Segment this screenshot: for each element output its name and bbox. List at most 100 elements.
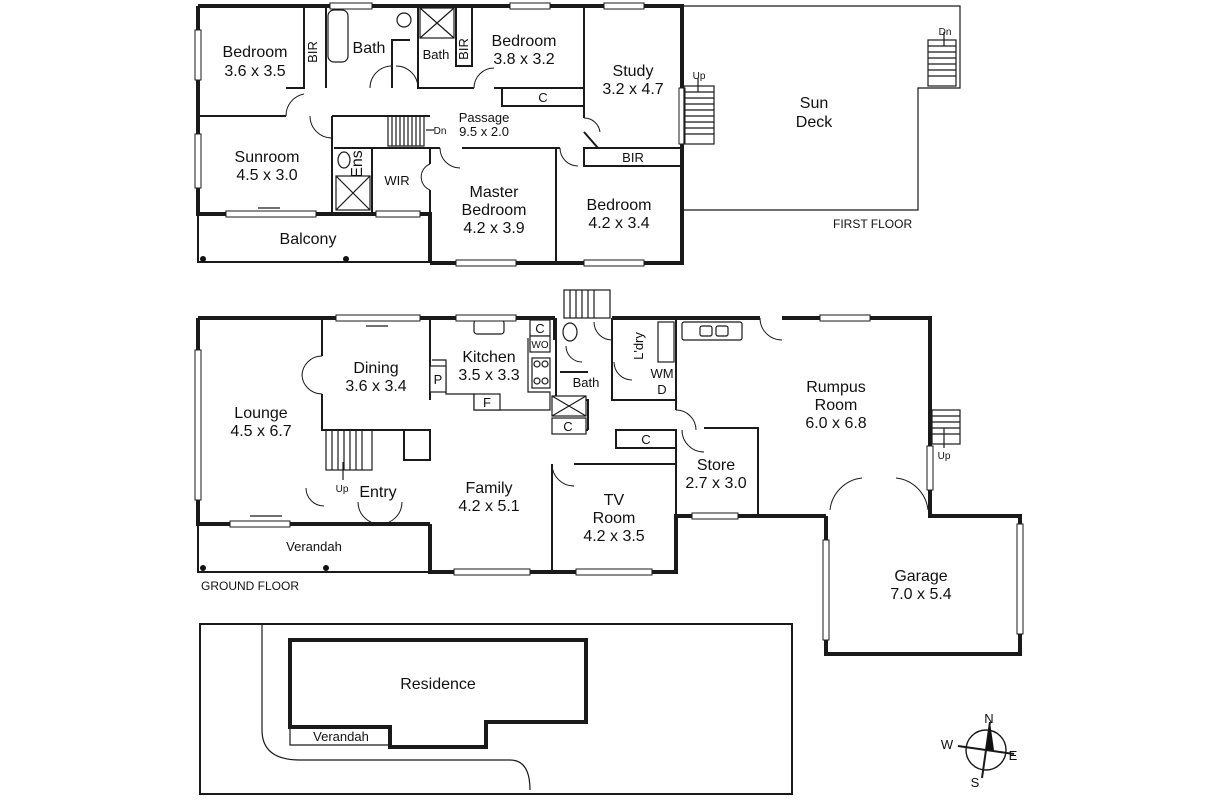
door-swing (593, 321, 613, 341)
window (194, 349, 202, 501)
sunroom-dims: 4.5 x 3.0 (236, 167, 297, 184)
window (926, 445, 934, 491)
tv-dims: 4.2 x 3.5 (583, 528, 644, 545)
garage-name: Garage (894, 568, 947, 585)
site-boundary (199, 623, 793, 795)
c3-label: C (641, 432, 650, 447)
site-verandah (289, 727, 390, 746)
bathtub (327, 9, 349, 63)
master-dims: 4.2 x 3.9 (463, 220, 524, 237)
wall (286, 6, 305, 89)
deck-stairs (927, 32, 957, 87)
bir1-label: BIR (305, 41, 320, 63)
bath1-label: Bath (353, 40, 386, 57)
wo-box (529, 335, 551, 353)
dining-dims: 3.6 x 3.4 (345, 378, 406, 395)
wall (583, 131, 682, 149)
sun-deck-outline (682, 5, 961, 211)
toilet (562, 322, 578, 342)
first-floor (194, 2, 961, 267)
door-swing (559, 147, 579, 167)
wo-label: WO (531, 340, 548, 351)
study-up-label: Up (693, 71, 706, 82)
door-swing (583, 117, 601, 133)
door-swing (681, 429, 705, 453)
rumpus-line2: Room (815, 397, 858, 414)
bedroom2-name: Bedroom (492, 33, 557, 50)
door-swing (420, 163, 431, 191)
fridge (473, 393, 501, 411)
bir3-label: BIR (622, 150, 644, 165)
master-line1: Master (470, 184, 520, 201)
residence-footprint (288, 638, 588, 749)
window (509, 2, 551, 10)
garage-dims: 7.0 x 5.4 (890, 586, 951, 603)
kitchen-name: Kitchen (462, 349, 515, 366)
door-swing (305, 487, 325, 507)
door-swing (759, 317, 783, 341)
dryer-label: D (657, 382, 666, 397)
bir2-label: BIR (456, 38, 471, 60)
wir-label: WIR (384, 173, 409, 188)
window (1016, 523, 1024, 635)
stairs-dn-label: Dn (434, 126, 447, 137)
sink (473, 319, 505, 335)
window (575, 568, 653, 576)
sun-deck-line2: Deck (796, 114, 833, 131)
c1-label: C (535, 321, 544, 336)
ground-stairs (325, 429, 373, 480)
compass-n: N (984, 711, 993, 726)
balcony-label: Balcony (280, 231, 337, 248)
cupboard-box (501, 87, 585, 107)
ground-floor-title: GROUND FLOOR (201, 579, 299, 593)
bedroom2-dims: 3.8 x 3.2 (493, 51, 554, 68)
balcony-post (343, 256, 349, 262)
gf-wall-east (782, 316, 1022, 656)
window (603, 2, 645, 10)
compass-e: E (1009, 748, 1018, 763)
verandah-post (200, 565, 206, 571)
ground-floor (194, 289, 1024, 656)
c2-label: C (563, 419, 572, 434)
gf-bath-label: Bath (573, 375, 600, 390)
ens-label: Ens (349, 150, 366, 178)
site-plan (199, 623, 793, 795)
back-stairs (563, 289, 611, 319)
door-swing (675, 409, 697, 431)
compass-north-arrow (986, 722, 994, 750)
bedroom1-name: Bedroom (223, 44, 288, 61)
laundry-cupboard (657, 321, 675, 363)
door-swing (473, 67, 495, 89)
wall (372, 147, 431, 164)
bir3-box (583, 147, 683, 167)
window (194, 29, 202, 81)
c2-box (551, 417, 587, 435)
rumpus-up-label: Up (938, 451, 951, 462)
cupboard-label: C (538, 90, 547, 105)
study-dims: 3.2 x 4.7 (602, 81, 663, 98)
store-dims: 2.7 x 3.0 (685, 475, 746, 492)
double-door (301, 355, 323, 395)
site-verandah-label: Verandah (313, 729, 369, 744)
family-dims: 4.2 x 5.1 (458, 498, 519, 515)
compass (957, 721, 1015, 779)
window (453, 568, 531, 576)
pantry (429, 365, 447, 393)
wall (391, 39, 410, 88)
door-swing (551, 463, 575, 487)
study-name: Study (613, 63, 654, 80)
window (375, 210, 421, 218)
study-stairs (683, 78, 715, 145)
sunroom-name: Sunroom (235, 149, 300, 166)
master-line2: Bedroom (462, 202, 527, 219)
store-name: Store (697, 457, 735, 474)
balcony-post (200, 256, 206, 262)
compass-s: S (971, 775, 980, 790)
verandah-outline (197, 524, 430, 573)
gf-verandah-label: Verandah (286, 539, 342, 554)
tv-line2: Room (593, 510, 636, 527)
fridge-label: F (483, 395, 491, 410)
garage-double-door (829, 477, 929, 511)
door-swing (613, 361, 633, 381)
